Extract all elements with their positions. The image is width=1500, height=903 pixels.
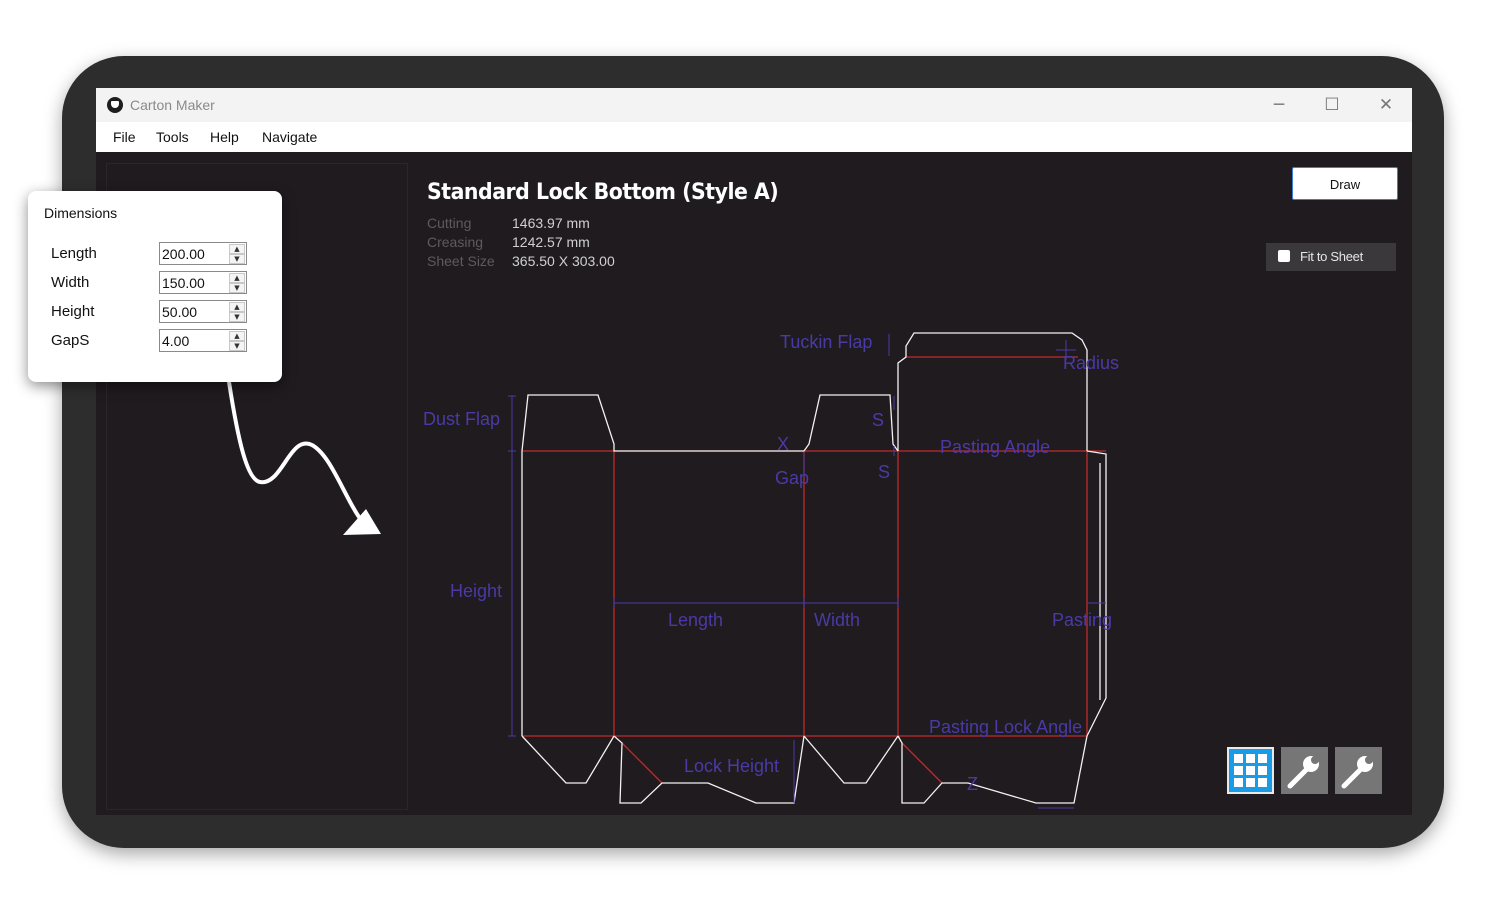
label-x: X (777, 434, 790, 454)
width-increment-button[interactable]: ▲ (229, 273, 245, 283)
label-pasting: Pasting (1052, 610, 1113, 630)
height-input[interactable] (160, 301, 230, 322)
settings-button[interactable] (1281, 747, 1328, 794)
creasing-value: 1242.57 mm (512, 234, 590, 250)
label-lock-height: Lock Height (684, 756, 780, 776)
gaps-increment-button[interactable]: ▲ (229, 331, 245, 341)
label-s-top: S (872, 410, 885, 430)
label-gap: Gap (775, 468, 810, 488)
length-increment-button[interactable]: ▲ (229, 244, 245, 254)
tools-button[interactable] (1335, 747, 1382, 794)
menu-tools[interactable]: Tools (156, 129, 189, 145)
gaps-input[interactable] (160, 330, 230, 351)
wrench-icon (1287, 756, 1319, 789)
grid-icon (1234, 754, 1267, 787)
dimension-lines (508, 334, 1106, 809)
fit-to-sheet-toggle[interactable]: Fit to Sheet (1266, 243, 1396, 271)
fit-to-sheet-label: Fit to Sheet (1300, 249, 1363, 264)
label-dust-flap: Dust Flap (423, 409, 501, 429)
menu-help[interactable]: Help (210, 129, 239, 145)
menu-file[interactable]: File (113, 129, 136, 145)
label-z: Z (967, 774, 978, 794)
label-length: Length (668, 610, 724, 630)
cut-lines (521, 332, 1107, 804)
window-title: Carton Maker (130, 97, 215, 113)
label-pasting-angle: Pasting Angle (940, 437, 1051, 457)
label-tuckin-flap: Tuckin Flap (780, 332, 873, 352)
height-decrement-button[interactable]: ▼ (229, 312, 245, 322)
cutting-label: Cutting (427, 215, 472, 231)
sheet-size-value: 365.50 X 303.00 (512, 253, 615, 269)
height-increment-button[interactable]: ▲ (229, 302, 245, 312)
width-input[interactable] (160, 272, 230, 293)
dimensions-panel: Dimensions Length ▲ ▼ Width ▲ ▼ Height ▲… (28, 191, 282, 382)
label-width: Width (814, 610, 861, 630)
maximize-button[interactable]: ☐ (1324, 95, 1340, 115)
sheet-size-label: Sheet Size (427, 253, 495, 269)
gaps-field[interactable]: ▲ ▼ (159, 329, 247, 352)
width-field[interactable]: ▲ ▼ (159, 271, 247, 294)
length-label: Length (51, 245, 97, 262)
width-label: Width (51, 274, 90, 291)
label-radius: Radius (1063, 353, 1120, 373)
minimize-button[interactable]: ─ (1273, 95, 1285, 115)
length-input[interactable] (160, 243, 230, 264)
label-pasting-lock-angle: Pasting Lock Angle (929, 717, 1083, 737)
height-field[interactable]: ▲ ▼ (159, 300, 247, 323)
menu-bar: File Tools Help Navigate (96, 122, 1412, 152)
fit-to-sheet-checkbox[interactable] (1278, 250, 1290, 262)
wrench-icon (1341, 756, 1373, 789)
draw-button[interactable]: Draw (1292, 167, 1398, 200)
width-decrement-button[interactable]: ▼ (229, 283, 245, 293)
grid-view-button[interactable] (1227, 747, 1274, 794)
app-logo-icon (107, 97, 123, 113)
close-button[interactable]: ✕ (1378, 95, 1394, 115)
carton-dieline (508, 332, 1107, 809)
label-s: S (878, 462, 891, 482)
cutting-value: 1463.97 mm (512, 215, 590, 231)
crease-lines (522, 356, 1106, 784)
height-label: Height (51, 303, 95, 320)
label-height: Height (450, 581, 503, 601)
gaps-label: GapS (51, 332, 90, 349)
gaps-decrement-button[interactable]: ▼ (229, 341, 245, 351)
menu-navigate[interactable]: Navigate (262, 129, 318, 145)
dimensions-title: Dimensions (44, 205, 118, 221)
length-field[interactable]: ▲ ▼ (159, 242, 247, 265)
title-bar: Carton Maker ─ ☐ ✕ (96, 88, 1412, 122)
length-decrement-button[interactable]: ▼ (229, 254, 245, 264)
style-heading: Standard Lock Bottom (Style A) (427, 180, 779, 205)
creasing-label: Creasing (427, 234, 484, 250)
